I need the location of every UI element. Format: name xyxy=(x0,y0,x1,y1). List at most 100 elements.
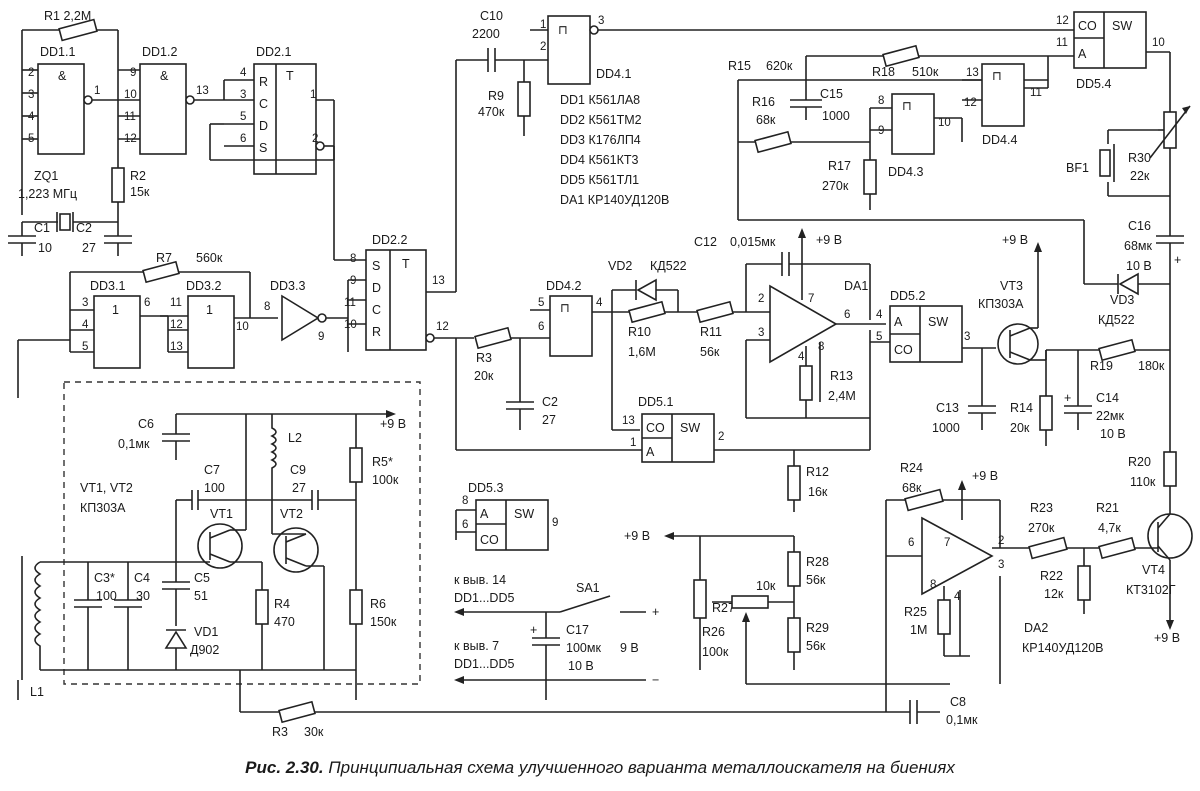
switch-dd5-3 xyxy=(475,499,549,551)
svg-text:11: 11 xyxy=(170,297,182,309)
label-c2b: C2 xyxy=(542,395,558,409)
label-l1: L1 xyxy=(30,685,44,699)
label-r29-val: 56к xyxy=(806,639,826,653)
svg-text:11: 11 xyxy=(344,297,356,309)
label-c2a: C2 xyxy=(76,221,92,235)
svg-text:3: 3 xyxy=(998,559,1004,571)
resistor-r13 xyxy=(799,365,813,401)
label-c2a-val: 27 xyxy=(82,241,96,255)
svg-text:13: 13 xyxy=(966,67,979,79)
label-r9-val: 470к xyxy=(478,105,505,119)
transistor-vt3 xyxy=(997,323,1039,365)
label-r13: R13 xyxy=(830,369,853,383)
label-r16: R16 xyxy=(752,95,775,109)
list-line-2: DD2 К561ТМ2 xyxy=(560,113,642,127)
label-pin14-b: DD1...DD5 xyxy=(454,591,514,605)
svg-text:R: R xyxy=(372,325,381,339)
svg-text:2: 2 xyxy=(540,41,546,53)
svg-text:4: 4 xyxy=(954,591,961,603)
label-dd4-1: DD4.1 xyxy=(596,67,631,81)
power-block: к выв. 14 DD1...DD5 SA1 + + C17 100мк 10… xyxy=(454,573,659,700)
threshold-block: +9 В R27 10к R26 100к R28 56к R29 56к xyxy=(624,529,950,685)
svg-text:D: D xyxy=(372,281,381,295)
svg-text:3: 3 xyxy=(82,297,88,309)
svg-text:2: 2 xyxy=(718,431,724,443)
label-r6: R6 xyxy=(370,597,386,611)
label-dd4-2: DD4.2 xyxy=(546,279,581,293)
label-c16-val: 68мк xyxy=(1124,239,1152,253)
figure-title: Принципиальная схема улучшенного вариант… xyxy=(328,758,955,777)
figure-caption: Рис. 2.30. Принципиальная схема улучшенн… xyxy=(0,758,1200,778)
svg-text:10: 10 xyxy=(1152,37,1165,49)
svg-text:9: 9 xyxy=(318,331,324,343)
svg-text:1: 1 xyxy=(540,19,546,31)
svg-text:C: C xyxy=(372,303,381,317)
svg-text:7: 7 xyxy=(944,537,950,549)
label-r5-val: 100к xyxy=(372,473,399,487)
list-line-3: DD3 К176ЛП4 xyxy=(560,133,641,147)
label-vd2: VD2 xyxy=(608,259,632,273)
svg-text:⊓: ⊓ xyxy=(902,99,912,113)
svg-text:SW: SW xyxy=(514,507,534,521)
label-r2-val: 15к xyxy=(130,185,150,199)
label-r12-val: 16к xyxy=(808,485,828,499)
resistor-r4 xyxy=(255,589,269,625)
label-c9-val: 27 xyxy=(292,481,306,495)
label-r16-val: 68к xyxy=(756,113,776,127)
label-r19-val: 180к xyxy=(1138,359,1165,373)
label-c13-val: 1000 xyxy=(932,421,960,435)
resistor-r19 xyxy=(1098,338,1136,362)
svg-text:D: D xyxy=(259,119,268,133)
label-r10-val: 1,6M xyxy=(628,345,656,359)
lc-oscillator-block: +9 В C6 0,1мк L2 C7 100 C9 27 R5* 100к V… xyxy=(17,381,910,739)
label-r20-val: 110к xyxy=(1130,475,1156,489)
svg-text:10: 10 xyxy=(938,117,951,129)
label-c12: C12 xyxy=(694,235,717,249)
label-r25: R25 xyxy=(904,605,927,619)
svg-text:4: 4 xyxy=(596,297,603,309)
label-c13: C13 xyxy=(936,401,959,415)
svg-text:4: 4 xyxy=(240,67,247,79)
label-c9: C9 xyxy=(290,463,306,477)
minus-battery: − xyxy=(652,673,659,687)
svg-text:1: 1 xyxy=(630,437,636,449)
label-pin7-b: DD1...DD5 xyxy=(454,657,514,671)
resistor-r21 xyxy=(1098,536,1136,560)
label-r11-val: 56к xyxy=(700,345,720,359)
svg-text:T: T xyxy=(402,257,410,271)
label-vt2: VT2 xyxy=(280,507,303,521)
svg-text:3: 3 xyxy=(240,89,246,101)
list-line-6: DA1 КР140УД120В xyxy=(560,193,669,207)
label-c12-val: 0,015мк xyxy=(730,235,776,249)
label-dd1-2: DD1.2 xyxy=(142,45,177,59)
plus-c16: + xyxy=(1174,253,1181,267)
label-r3b: R3 xyxy=(272,725,288,739)
resistor-r12 xyxy=(787,465,801,501)
label-c4-val: 30 xyxy=(136,589,150,603)
label-c7: C7 xyxy=(204,463,220,477)
potentiometer-r27 xyxy=(731,595,769,609)
label-r13-val: 2,4M xyxy=(828,389,856,403)
gate-dd3-1 xyxy=(93,295,141,369)
svg-text:6: 6 xyxy=(908,537,914,549)
svg-text:10: 10 xyxy=(124,89,137,101)
label-vt4: VT4 xyxy=(1142,563,1165,577)
svg-text:2: 2 xyxy=(28,67,34,79)
label-r26-val: 100к xyxy=(702,645,729,659)
svg-text:9: 9 xyxy=(130,67,136,79)
svg-text:⊓: ⊓ xyxy=(992,69,1002,83)
label-bf1: BF1 xyxy=(1066,161,1089,175)
audio-generator-block: R15 620к R18 510к C15 1000 R16 68к ⊓ 89 … xyxy=(728,11,1191,284)
label-dd4-4: DD4.4 xyxy=(982,133,1017,147)
svg-text:4: 4 xyxy=(798,351,805,363)
label-dd5-3: DD5.3 xyxy=(468,481,503,495)
label-c14: C14 xyxy=(1096,391,1119,405)
label-r2: R2 xyxy=(130,169,146,183)
svg-text:8: 8 xyxy=(818,341,824,353)
svg-text:1: 1 xyxy=(112,303,119,317)
label-r24-val: 68к xyxy=(902,481,922,495)
label-r19: R19 xyxy=(1090,359,1113,373)
resistor-r10 xyxy=(628,300,666,324)
plus-c17: + xyxy=(530,623,537,637)
